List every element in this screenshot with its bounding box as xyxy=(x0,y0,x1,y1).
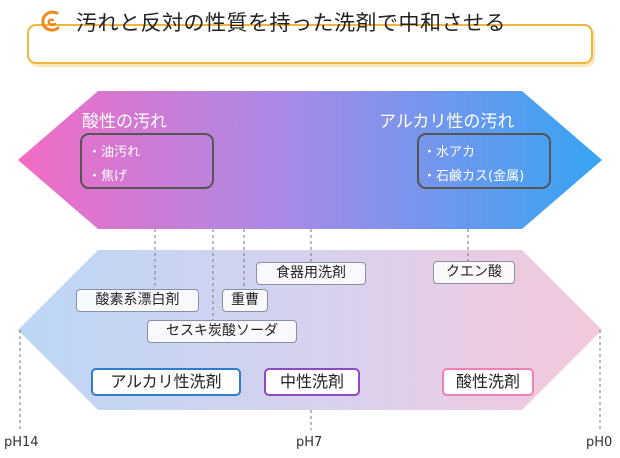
category-acid-cleaner: 酸性洗剤 xyxy=(442,368,534,396)
product-baking-soda: 重曹 xyxy=(222,289,268,312)
page-title: 汚れと反対の性質を持った洗剤で中和させる xyxy=(76,11,506,35)
product-citric-acid: クエン酸 xyxy=(433,261,515,284)
alkali-dirt-item: ・水アカ xyxy=(423,145,476,160)
title-banner xyxy=(27,24,593,64)
acid-dirt-list xyxy=(80,133,214,189)
acid-dirt-heading: 酸性の汚れ xyxy=(82,112,167,132)
cleaning-sponge-icon xyxy=(41,10,60,32)
product-sesquicarbonate: セスキ炭酸ソーダ xyxy=(147,320,297,343)
acid-dirt-item: ・油汚れ xyxy=(88,145,141,160)
product-sodium-percarbonate: 酸素系漂白剤 xyxy=(76,289,199,312)
category-alkaline-cleaner: アルカリ性洗剤 xyxy=(91,368,241,396)
ph-label-7: pH7 xyxy=(296,435,323,450)
product-dish-detergent: 食器用洗剤 xyxy=(256,262,366,285)
category-neutral-cleaner: 中性洗剤 xyxy=(264,368,360,396)
acid-dirt-item: ・焦げ xyxy=(88,169,128,184)
ph-label-14: pH14 xyxy=(4,435,39,450)
dirt-hexagon xyxy=(18,91,602,229)
ph-label-0: pH0 xyxy=(586,435,613,450)
alkali-dirt-item: ・石鹸カス(金属) xyxy=(423,169,525,184)
alkali-dirt-list xyxy=(417,133,551,189)
alkali-dirt-heading: アルカリ性の汚れ xyxy=(379,112,515,132)
